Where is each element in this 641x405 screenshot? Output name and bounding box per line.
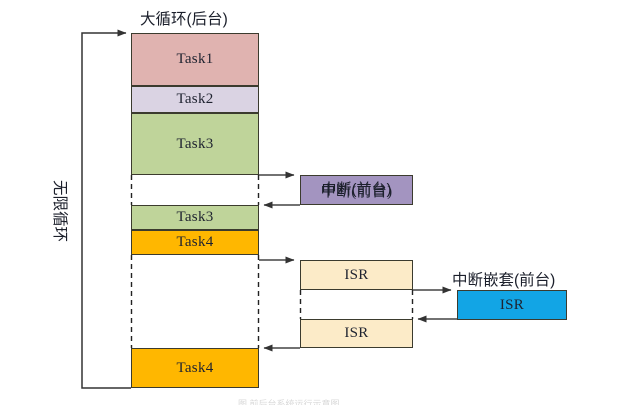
task-block-task4-first: Task4 [131, 230, 259, 255]
task-block-task3-first: Task3 [131, 113, 259, 175]
task-block-task3-second: Task3 [131, 205, 259, 230]
nested-isr-block: ISR [457, 290, 567, 320]
task-gap-isr [131, 255, 259, 348]
interrupt-block-label: 中断(前台) [321, 181, 392, 198]
bottom-caption: 图 前后台系统运行示意图 [238, 399, 340, 405]
infinite-loop-label: 无限循环 [51, 180, 68, 243]
main-column-title: 大循环(后台) [140, 11, 228, 28]
task-block-task1: Task1 [131, 33, 259, 86]
task-block-task2: Task2 [131, 86, 259, 113]
task-gap-interrupt [131, 175, 259, 205]
isr-block-second: ISR [300, 319, 413, 348]
infinite-loop-arrow [81, 29, 131, 389]
isr-gap-nested [300, 290, 413, 319]
interrupt-block: 中断(前台) [300, 175, 413, 205]
task-block-task4-second: Task4 [131, 348, 259, 388]
nested-interrupt-title: 中断嵌套(前台) [452, 272, 556, 289]
isr-block-first: ISR [300, 260, 413, 290]
